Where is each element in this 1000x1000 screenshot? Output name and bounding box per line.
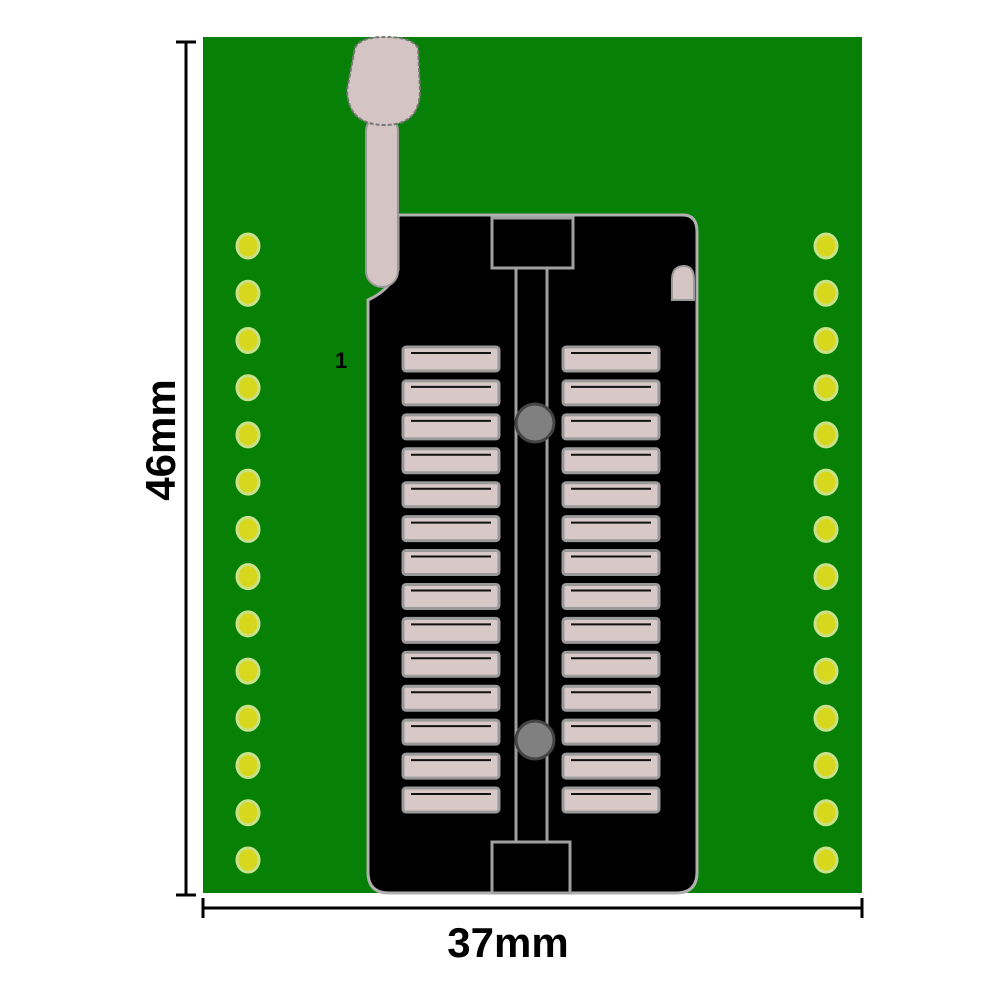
header-pin: [235, 657, 261, 685]
socket-contact: [561, 413, 661, 441]
header-pin: [813, 799, 839, 827]
socket-contacts-right: [561, 345, 661, 814]
header-pin: [813, 657, 839, 685]
header-pin: [813, 279, 839, 307]
socket-contact: [401, 684, 501, 712]
socket-contacts-left: [401, 345, 501, 814]
socket-contact: [401, 650, 501, 678]
socket-contact: [561, 650, 661, 678]
header-pin: [235, 468, 261, 496]
header-pin: [235, 326, 261, 354]
socket-contact: [561, 582, 661, 610]
header-pin: [235, 279, 261, 307]
socket-bottom-block: [490, 840, 572, 895]
header-pin: [813, 563, 839, 591]
header-pin: [813, 752, 839, 780]
pin1-marker: 1: [335, 348, 347, 373]
header-pin: [813, 468, 839, 496]
socket-top-block: [490, 216, 575, 270]
socket-contact: [561, 684, 661, 712]
header-pin: [235, 232, 261, 260]
socket-contact: [561, 786, 661, 814]
socket-contact: [561, 379, 661, 407]
socket-contact: [401, 752, 501, 780]
socket-contact: [401, 786, 501, 814]
header-pin: [813, 515, 839, 543]
socket-contact: [401, 718, 501, 746]
header-pin: [235, 752, 261, 780]
socket-post-top: [514, 402, 556, 444]
header-pin: [813, 232, 839, 260]
socket-contact: [401, 582, 501, 610]
header-pin: [235, 846, 261, 874]
header-pin: [235, 374, 261, 402]
header-pin: [235, 799, 261, 827]
socket-contact: [401, 447, 501, 475]
socket-contact: [561, 481, 661, 509]
header-pin: [235, 563, 261, 591]
height-label: 46mm: [137, 379, 184, 500]
lock-tab: [671, 264, 695, 301]
height-dimension: [176, 40, 196, 897]
header-pin: [813, 846, 839, 874]
header-pin: [235, 610, 261, 638]
width-label: 37mm: [447, 919, 568, 966]
socket-post-bottom: [514, 719, 556, 761]
socket-contact: [401, 379, 501, 407]
header-pin: [813, 374, 839, 402]
socket-contact: [561, 718, 661, 746]
socket-contact: [561, 515, 661, 543]
socket-contact: [401, 549, 501, 577]
socket-contact: [401, 413, 501, 441]
header-pin: [235, 421, 261, 449]
left-header-pins: [235, 232, 261, 874]
socket-contact: [401, 345, 501, 373]
header-pin: [235, 704, 261, 732]
header-pin: [813, 610, 839, 638]
socket-contact: [561, 549, 661, 577]
socket-contact: [401, 481, 501, 509]
right-header-pins: [813, 232, 839, 874]
header-pin: [813, 421, 839, 449]
header-pin: [235, 515, 261, 543]
socket-contact: [401, 515, 501, 543]
header-pin: [813, 704, 839, 732]
socket-contact: [561, 345, 661, 373]
socket-contact: [561, 447, 661, 475]
socket-contact: [561, 752, 661, 780]
socket-contact: [561, 616, 661, 644]
socket-contact: [401, 616, 501, 644]
zif-lever[interactable]: [345, 35, 422, 288]
header-pin: [813, 326, 839, 354]
width-dimension: [201, 898, 864, 918]
